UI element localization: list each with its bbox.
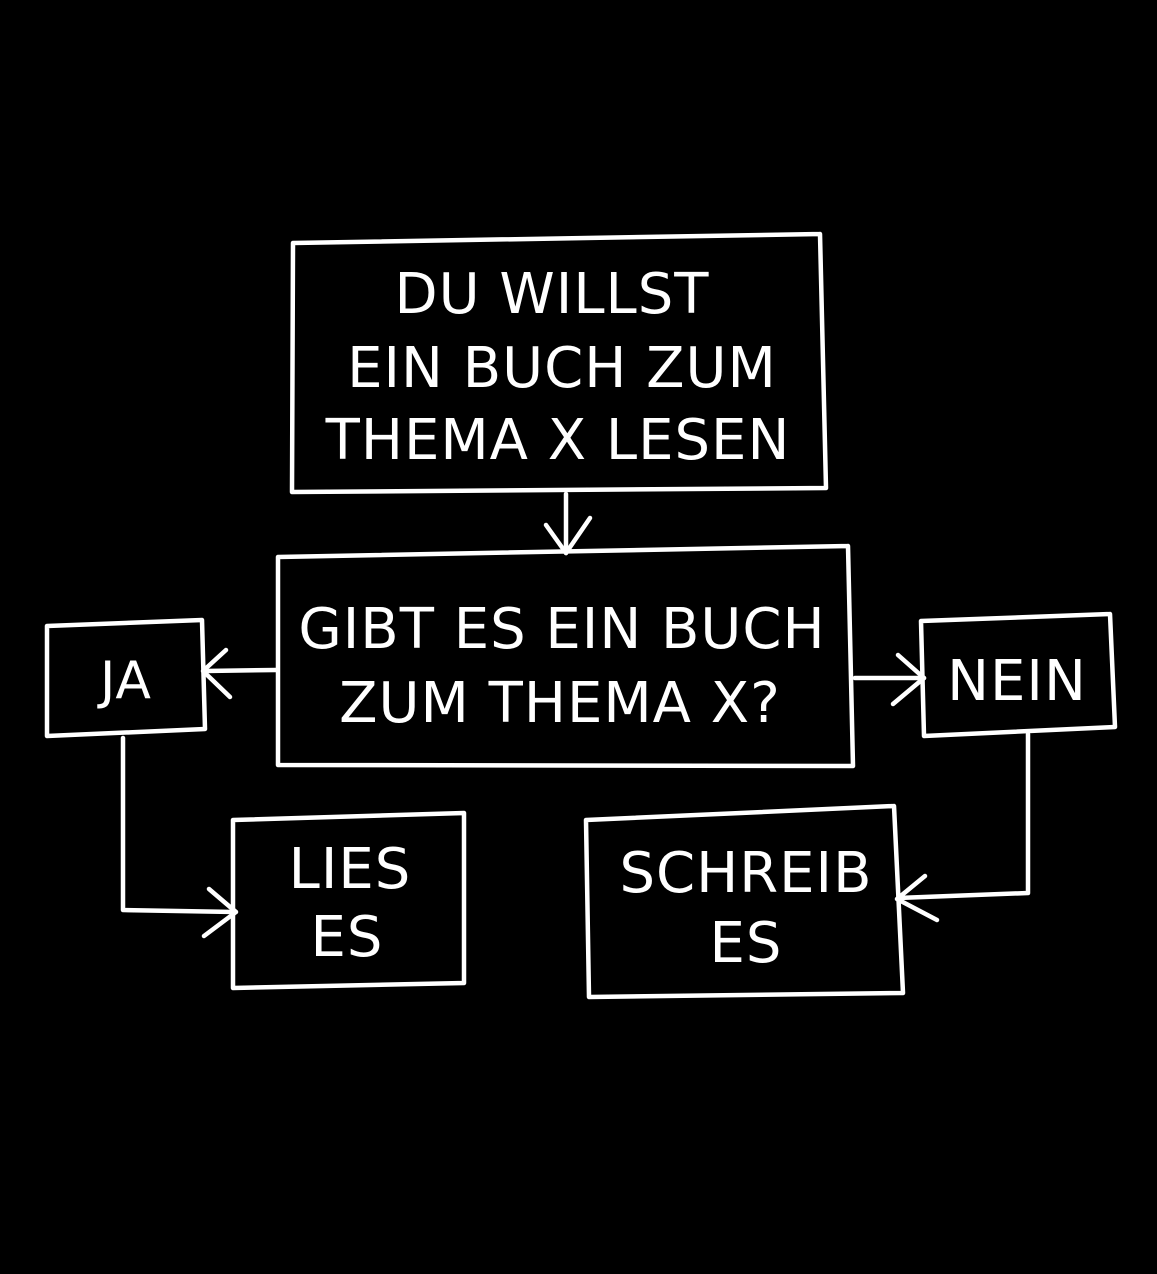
start-line-2: EIN BUCH ZUM xyxy=(347,336,777,401)
arrow-start-to-question xyxy=(543,491,593,556)
arrow-question-to-no xyxy=(852,652,927,707)
no-result-line-2: ES xyxy=(710,911,783,976)
yes-result-line-1: LIES xyxy=(289,837,412,902)
no-result-node: SCHREIB ES xyxy=(583,803,906,1000)
yes-result-box xyxy=(230,810,467,991)
yes-result-node: LIES ES xyxy=(230,810,467,991)
question-line-2: ZUM THEMA X? xyxy=(339,671,781,736)
start-line-1: DU WILLST xyxy=(395,262,710,327)
yes-box xyxy=(44,617,208,739)
no-result-line-1: SCHREIB xyxy=(620,841,873,906)
arrow-head-icon xyxy=(200,647,233,700)
no-box xyxy=(918,611,1118,739)
arrow-line xyxy=(120,735,238,915)
arrow-yes-to-result xyxy=(120,735,239,939)
arrow-line xyxy=(895,731,1031,901)
question-box xyxy=(275,543,856,769)
start-line-3: THEMA X LESEN xyxy=(325,408,791,473)
no-result-box xyxy=(583,803,906,1000)
question-line-1: GIBT ES EIN BUCH xyxy=(298,597,825,662)
arrow-no-to-result xyxy=(894,731,1031,923)
arrow-question-to-yes xyxy=(200,647,279,700)
yes-label: JA xyxy=(97,651,152,711)
yes-result-line-2: ES xyxy=(311,905,384,970)
question-node: GIBT ES EIN BUCH ZUM THEMA X? xyxy=(275,543,856,769)
arrow-head-icon xyxy=(201,886,239,939)
arrow-line xyxy=(202,667,279,674)
yes-node: JA xyxy=(44,617,208,739)
start-node: DU WILLST EIN BUCH ZUM THEMA X LESEN xyxy=(289,231,829,495)
no-node: NEIN xyxy=(918,611,1118,739)
no-label: NEIN xyxy=(947,649,1087,714)
start-box xyxy=(289,231,829,495)
